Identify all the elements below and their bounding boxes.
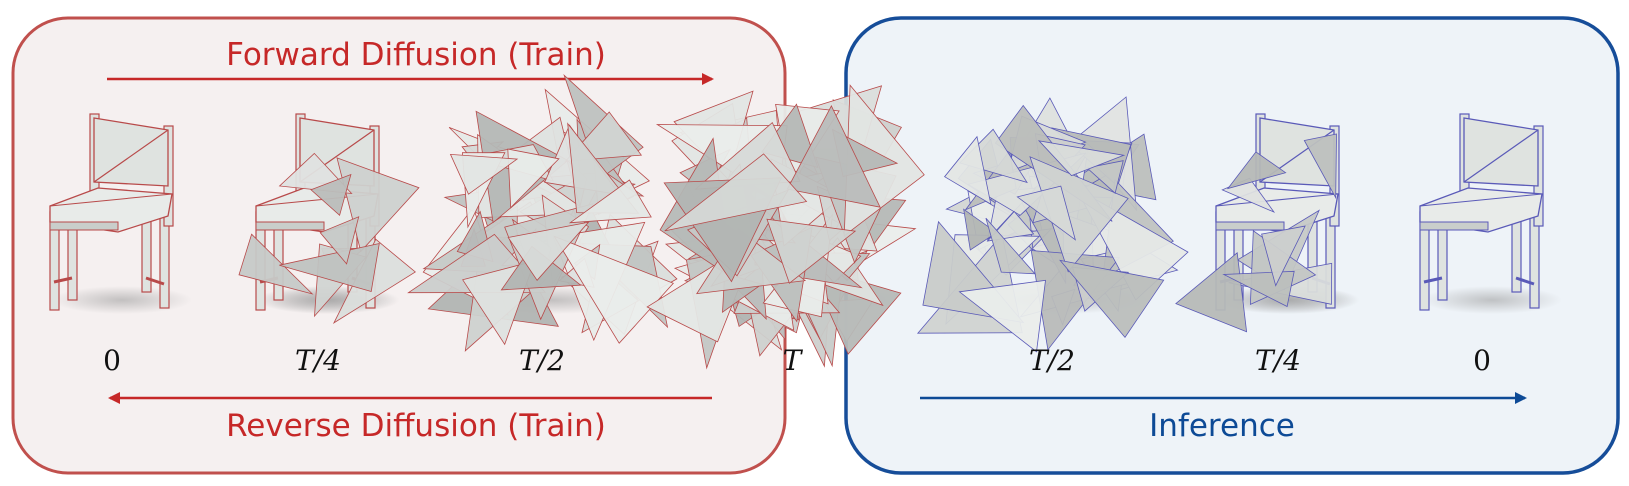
timestep-label: T/2: [1029, 344, 1075, 377]
timestep-label: 0: [1473, 344, 1491, 377]
inference-label: Inference: [1149, 408, 1295, 444]
chair-figure-clean-chair: [49, 113, 192, 314]
timestep-label: T/4: [295, 344, 341, 377]
chair-figures: [49, 73, 1562, 370]
chair-figure-heavy-noise: [916, 96, 1189, 353]
timestep-label: T: [783, 344, 804, 377]
chair-figure-heavy-noise: [407, 73, 678, 352]
chair-figure-light-noise: [238, 113, 420, 324]
chair-figure-pure-noise: [646, 84, 925, 370]
timestep-labels: 0 T/4 T/2 T T/2 T/4 0: [103, 344, 1491, 377]
reverse-diffusion-label: Reverse Diffusion (Train): [226, 408, 606, 444]
chair-figure-light-noise: [1175, 113, 1360, 333]
timestep-label: 0: [103, 344, 121, 377]
timestep-label: T/4: [1255, 344, 1301, 377]
forward-diffusion-label: Forward Diffusion (Train): [226, 37, 606, 73]
chair-figure-clean-chair: [1419, 113, 1562, 314]
timestep-label: T/2: [519, 344, 565, 377]
